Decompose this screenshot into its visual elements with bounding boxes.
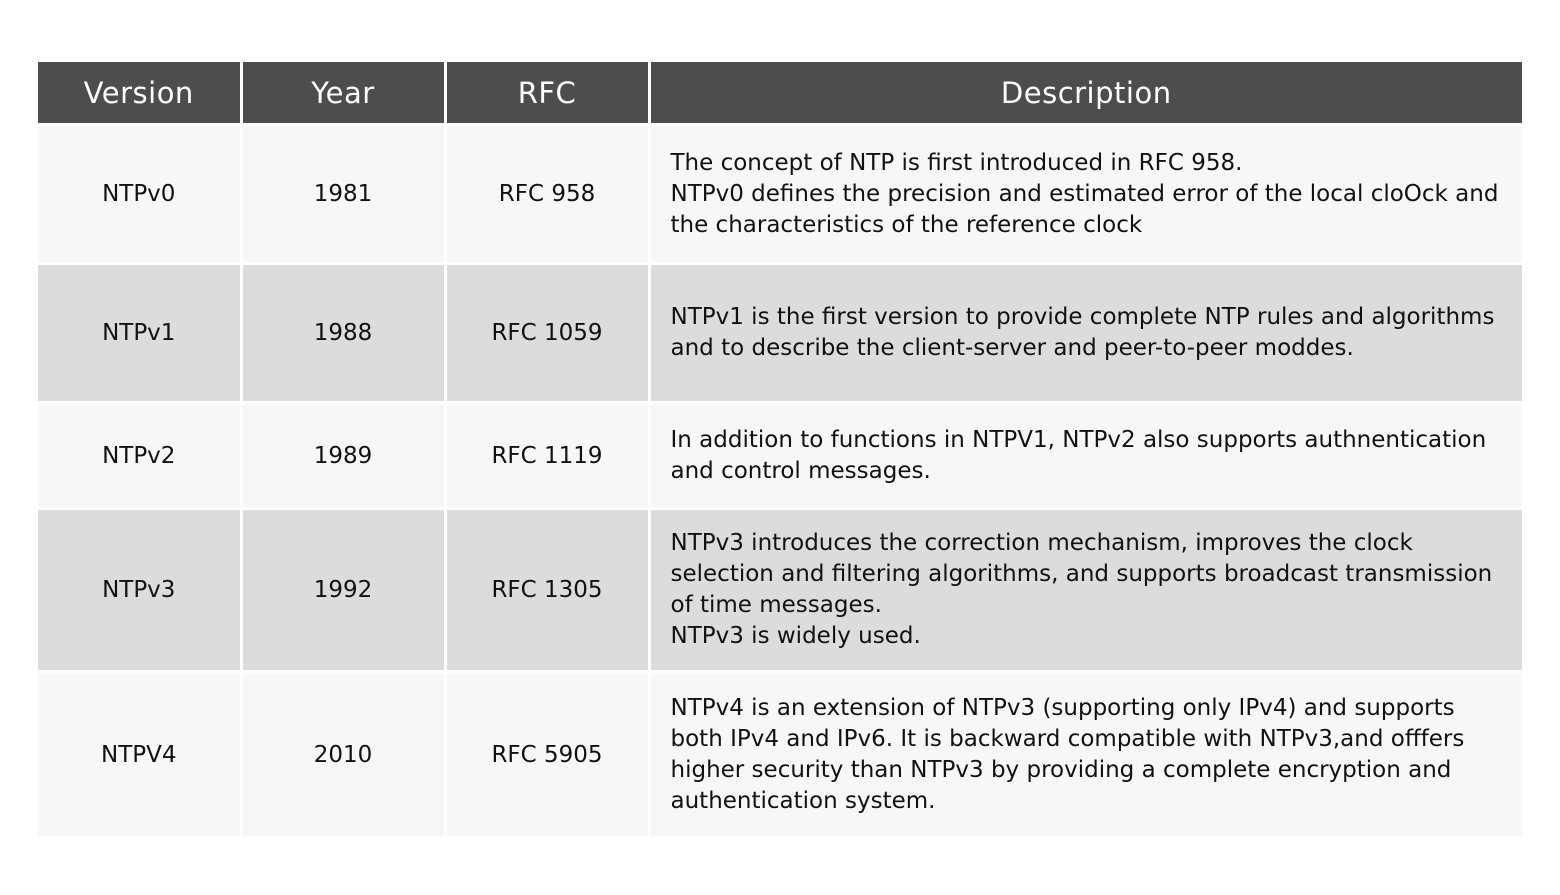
cell-version: NTPv1 (38, 262, 241, 403)
cell-description: NTPv1 is the first version to provide co… (647, 262, 1522, 403)
cell-description: In addition to functions in NTPV1, NTPv2… (647, 401, 1522, 509)
table-header-row: Version Year RFC Description (38, 62, 1522, 125)
header-version: Version (38, 62, 241, 125)
table-row: NTPV4 2010 RFC 5905 NTPv4 is an extensio… (38, 670, 1522, 836)
cell-description: NTPv3 introduces the correction mechanis… (647, 507, 1522, 672)
cell-rfc: RFC 5905 (443, 670, 649, 836)
table-row: NTPv2 1989 RFC 1119 In addition to funct… (38, 401, 1522, 509)
cell-version: NTPv3 (38, 507, 241, 672)
header-year: Year (239, 62, 445, 125)
cell-year: 1988 (239, 262, 445, 403)
cell-rfc: RFC 1119 (443, 401, 649, 509)
cell-rfc: RFC 1305 (443, 507, 649, 672)
ntp-versions-table: Version Year RFC Description NTPv0 1981 … (38, 62, 1522, 836)
cell-year: 2010 (239, 670, 445, 836)
cell-rfc: RFC 958 (443, 123, 649, 264)
cell-year: 1989 (239, 401, 445, 509)
table-row: NTPv3 1992 RFC 1305 NTPv3 introduces the… (38, 507, 1522, 672)
cell-year: 1992 (239, 507, 445, 672)
table-row: NTPv0 1981 RFC 958 The concept of NTP is… (38, 123, 1522, 264)
cell-description: NTPv4 is an extension of NTPv3 (supporti… (647, 670, 1522, 836)
cell-description: The concept of NTP is first introduced i… (647, 123, 1522, 264)
header-rfc: RFC (443, 62, 649, 125)
table-row: NTPv1 1988 RFC 1059 NTPv1 is the first v… (38, 262, 1522, 403)
header-description: Description (647, 62, 1522, 125)
cell-version: NTPv0 (38, 123, 241, 264)
cell-version: NTPv2 (38, 401, 241, 509)
cell-version: NTPV4 (38, 670, 241, 836)
cell-year: 1981 (239, 123, 445, 264)
cell-rfc: RFC 1059 (443, 262, 649, 403)
